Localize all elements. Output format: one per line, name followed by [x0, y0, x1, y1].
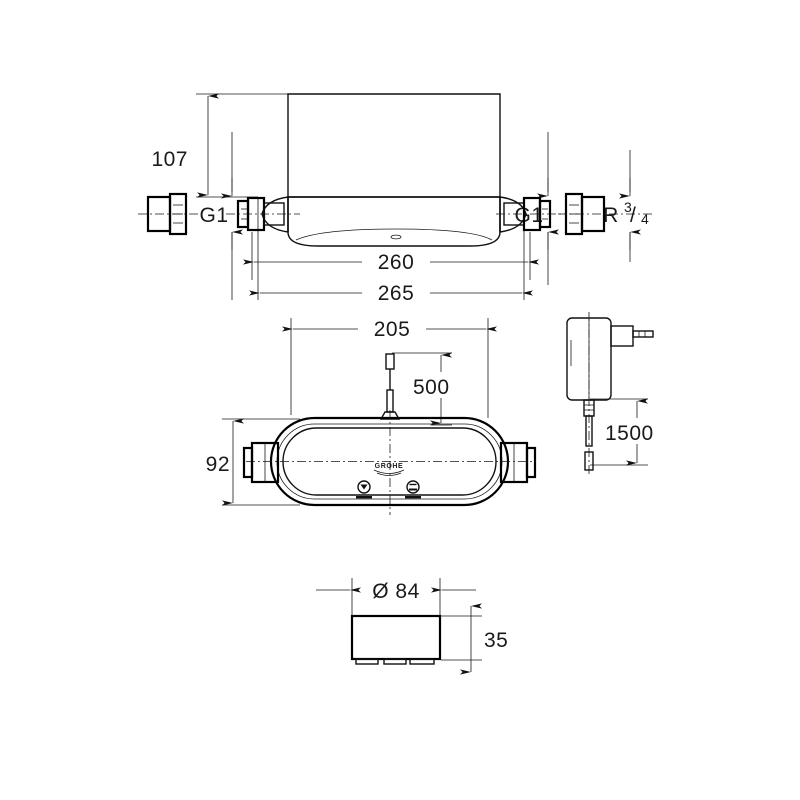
dimension-g1-left: G1 [199, 178, 243, 250]
dimension-92-label: 92 [206, 453, 230, 476]
dimension-diameter-84-label: Ø 84 [372, 580, 420, 603]
elevation-loose-nut-right [558, 192, 654, 236]
plan-sensor-probe [379, 353, 401, 420]
dimension-500-label: 500 [413, 376, 450, 399]
plan-extension-lines [222, 318, 489, 506]
dimension-205-label: 205 [374, 318, 411, 341]
elevation-body [287, 93, 501, 247]
puck-body [350, 614, 442, 665]
dimension-265: 265 [249, 279, 533, 305]
sensor-puck-view: Ø 84 35 [316, 578, 524, 675]
dimension-r-label: R [603, 204, 619, 227]
dimension-g1-left-label: G1 [199, 204, 228, 227]
dimension-107: 107 [151, 93, 219, 198]
dimension-35-label: 35 [484, 629, 508, 652]
plan-view: 205 92 500 [206, 315, 537, 515]
dimension-1500-label: 1500 [605, 422, 654, 445]
dimension-35: 35 [460, 603, 524, 675]
elevation-loose-nut-left [138, 192, 198, 236]
dimension-diameter-84: Ø 84 [316, 580, 476, 603]
plan-indicator-icon-1 [356, 480, 372, 499]
dimension-r-superscript: 3 [624, 199, 632, 215]
dimension-r-three-quarter: R 3 / 4 [603, 178, 649, 250]
dimension-500: 500 [405, 352, 477, 426]
plan-left-connector [242, 441, 280, 484]
dimension-1500: 1500 [598, 398, 686, 466]
power-adapter-view: 1500 [566, 312, 686, 476]
dimension-r-slash: / [630, 204, 636, 227]
plan-brand-logo: GROHE [373, 463, 405, 476]
elevation-right-connector [496, 196, 566, 232]
grohe-wordmark: GROHE [375, 463, 404, 470]
dimension-260-label: 260 [378, 251, 415, 274]
psu-cable [583, 312, 595, 476]
dimension-92: 92 [206, 418, 244, 506]
elevation-left-connector [226, 196, 300, 232]
dimension-260: 260 [243, 248, 539, 274]
dimension-265-label: 265 [378, 282, 415, 305]
front-elevation-view: 107 G1 G1 R 3 / 4 260 [138, 93, 654, 305]
plan-indicator-icon-2 [405, 480, 421, 499]
psu-plug-pins [610, 325, 654, 347]
dimension-r-subscript: 4 [641, 211, 649, 227]
dimension-107-label: 107 [151, 148, 188, 171]
dimension-205: 205 [282, 315, 497, 341]
plan-right-connector [499, 441, 537, 484]
